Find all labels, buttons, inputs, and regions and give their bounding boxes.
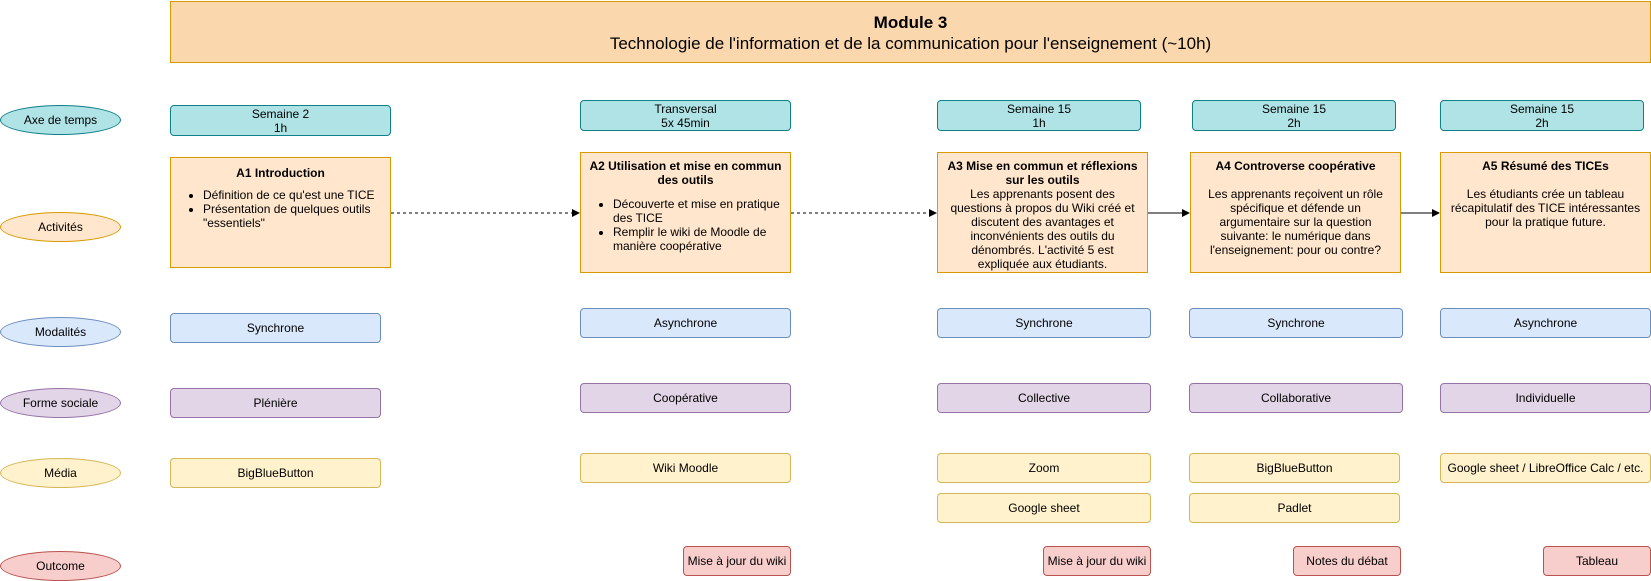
social-form-box: Plénière [170, 388, 381, 418]
row-label-modalites: Modalités [0, 317, 121, 347]
row-label-activites: Activités [0, 212, 121, 242]
week-duration: 1h [273, 120, 288, 135]
modalite-box: Synchrone [170, 313, 381, 343]
week-label: Semaine 15 [1509, 101, 1575, 116]
activity-a3: A3 Mise en commun et réflexions sur les … [937, 152, 1148, 273]
week-label: Transversal [654, 101, 717, 116]
activity-title: A4 Controverse coopérative [1215, 159, 1376, 173]
modalite-box: Asynchrone [1440, 308, 1651, 338]
week-label: Semaine 15 [1006, 101, 1072, 116]
modalite-box: Synchrone [937, 308, 1151, 338]
week-box: Semaine 15 2h [1192, 100, 1396, 131]
row-label-axe-de-temps: Axe de temps [0, 105, 121, 135]
activity-title: A3 Mise en commun et réflexions sur les … [947, 159, 1138, 187]
activity-title: A2 Utilisation et mise en commun des out… [589, 159, 782, 187]
social-form-box: Collaborative [1189, 383, 1403, 413]
activity-description: Les étudiants crée un tableau récapitula… [1450, 187, 1641, 229]
outcome-box: Tableau [1543, 546, 1651, 576]
week-duration: 2h [1287, 115, 1301, 130]
module-title-box: Module 3 Technologie de l'information et… [170, 1, 1651, 63]
activity-description: Les apprenants reçoivent un rôle spécifi… [1208, 187, 1383, 257]
week-duration: 5x 45min [661, 115, 710, 130]
module-subtitle: Technologie de l'information et de la co… [609, 34, 1212, 53]
activity-title: A1 Introduction [236, 166, 325, 180]
activity-description: Les apprenants posent des questions à pr… [950, 187, 1135, 271]
activity-list-item: Découverte et mise en pratique des TICE [613, 197, 784, 225]
activity-list-item: Définition de ce qu'est une TICE [203, 188, 384, 202]
modalite-box: Asynchrone [580, 308, 791, 338]
outcome-box: Notes du débat [1293, 546, 1401, 576]
week-box: Semaine 2 1h [170, 105, 391, 136]
outcome-box: Mise à jour du wiki [683, 546, 791, 576]
media-box: Padlet [1189, 493, 1400, 523]
module-title: Module 3 [873, 13, 948, 32]
week-duration: 1h [1032, 115, 1046, 130]
activity-list: Découverte et mise en pratique des TICE … [587, 197, 784, 253]
week-box: Transversal 5x 45min [580, 100, 791, 131]
modalite-box: Synchrone [1189, 308, 1403, 338]
media-box: BigBlueButton [1189, 453, 1400, 483]
activity-list: Définition de ce qu'est une TICE Présent… [177, 188, 384, 230]
row-label-outcome: Outcome [0, 551, 121, 581]
row-label-media: Média [0, 458, 121, 488]
activity-a1: A1 Introduction Définition de ce qu'est … [170, 157, 391, 268]
week-box: Semaine 15 2h [1440, 100, 1644, 131]
social-form-box: Coopérative [580, 383, 791, 413]
social-form-box: Collective [937, 383, 1151, 413]
media-box: BigBlueButton [170, 458, 381, 488]
outcome-box: Mise à jour du wiki [1043, 546, 1151, 576]
media-box: Google sheet [937, 493, 1151, 523]
week-label: Semaine 2 [251, 106, 310, 121]
activity-a2: A2 Utilisation et mise en commun des out… [580, 152, 791, 273]
activity-a5: A5 Résumé des TICEs Les étudiants crée u… [1440, 152, 1651, 273]
activity-list-item: Présentation de quelques outils "essenti… [203, 202, 384, 230]
social-form-box: Individuelle [1440, 383, 1651, 413]
activity-title: A5 Résumé des TICEs [1482, 159, 1609, 173]
week-duration: 2h [1535, 115, 1549, 130]
media-box: Zoom [937, 453, 1151, 483]
activity-a4: A4 Controverse coopérative Les apprenant… [1190, 152, 1401, 273]
media-box: Wiki Moodle [580, 453, 791, 483]
media-box: Google sheet / LibreOffice Calc / etc. [1440, 453, 1651, 483]
week-box: Semaine 15 1h [937, 100, 1141, 131]
week-label: Semaine 15 [1261, 101, 1327, 116]
row-label-forme-sociale: Forme sociale [0, 388, 121, 418]
activity-list-item: Remplir le wiki de Moodle de manière coo… [613, 225, 784, 253]
